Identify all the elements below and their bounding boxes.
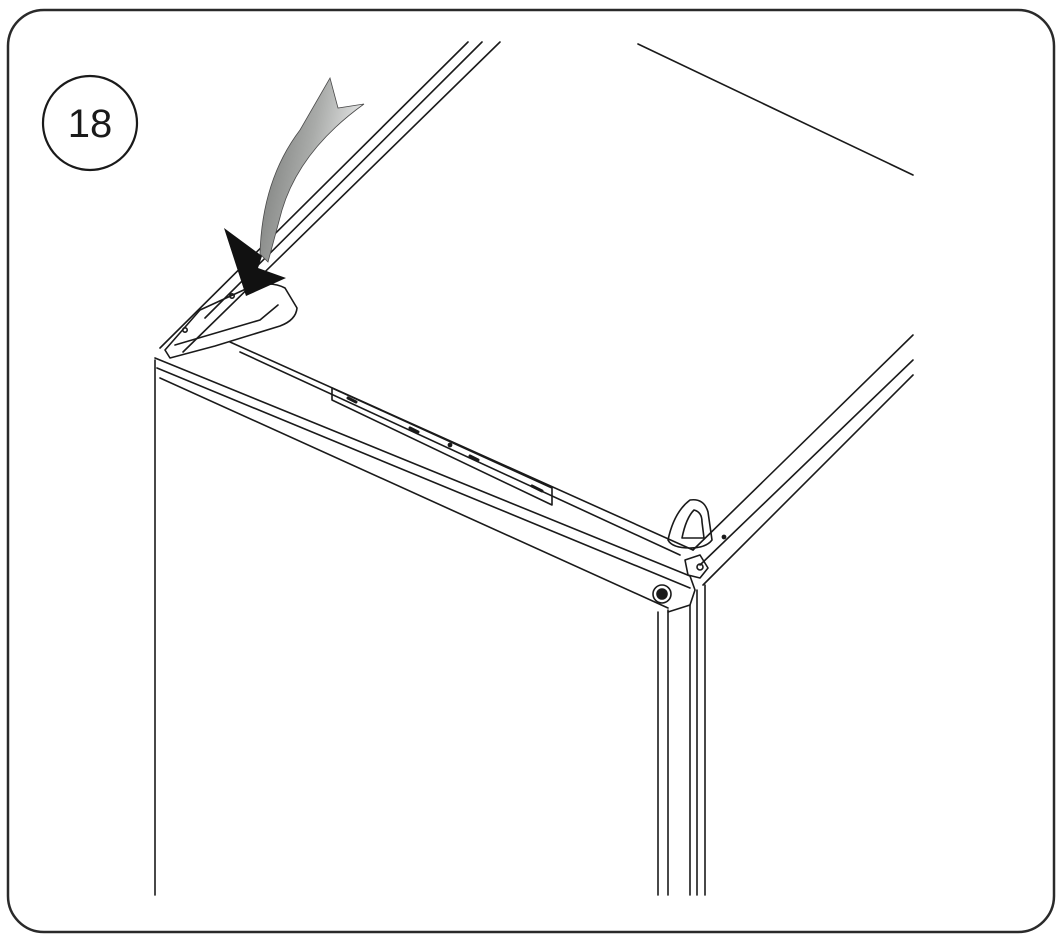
- step-number: 18: [68, 102, 113, 146]
- panel-frame: [6, 8, 1056, 934]
- step-badge: 18: [41, 74, 139, 172]
- curved-arrow-icon: [224, 76, 365, 296]
- refrigerator-cabinet: [154, 41, 914, 896]
